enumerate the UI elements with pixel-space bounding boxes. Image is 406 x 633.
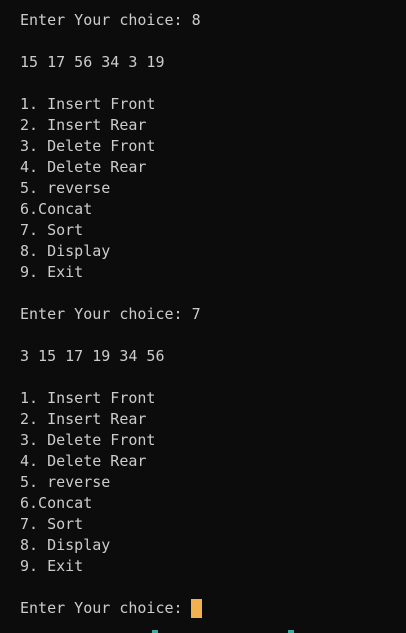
blank-line	[20, 367, 406, 388]
menu-item-display: 8. Display	[20, 536, 111, 554]
scroll-artifact	[288, 630, 294, 633]
menu-item-sort: 7. Sort	[20, 221, 84, 239]
blank-line	[20, 577, 406, 598]
output-line: 15 17 56 34 3 19	[20, 53, 165, 71]
menu-item-concat: 6.Concat	[20, 200, 93, 218]
blank-line	[20, 325, 406, 346]
menu-item-concat: 6.Concat	[20, 494, 93, 512]
menu-item-exit: 9. Exit	[20, 263, 84, 281]
prompt-line: Enter Your choice: 7	[20, 305, 201, 323]
menu-item-insert-front: 1. Insert Front	[20, 95, 156, 113]
menu-item-reverse: 5. reverse	[20, 473, 111, 491]
menu-item-insert-front: 1. Insert Front	[20, 389, 156, 407]
menu-item-insert-rear: 2. Insert Rear	[20, 410, 147, 428]
active-prompt-line[interactable]: Enter Your choice:	[20, 598, 406, 619]
scroll-artifact	[152, 630, 158, 633]
menu-item-reverse: 5. reverse	[20, 179, 111, 197]
menu-item-exit: 9. Exit	[20, 557, 84, 575]
menu-item-delete-front: 3. Delete Front	[20, 137, 156, 155]
terminal-output: Enter Your choice: 8 15 17 56 34 3 19 1.…	[20, 10, 406, 619]
blank-line	[20, 31, 406, 52]
menu-item-sort: 7. Sort	[20, 515, 84, 533]
blank-line	[20, 73, 406, 94]
menu-item-delete-rear: 4. Delete Rear	[20, 158, 147, 176]
menu-item-display: 8. Display	[20, 242, 111, 260]
prompt-line: Enter Your choice: 8	[20, 11, 201, 29]
text-cursor[interactable]	[190, 599, 202, 618]
menu-item-insert-rear: 2. Insert Rear	[20, 116, 147, 134]
menu-item-delete-front: 3. Delete Front	[20, 431, 156, 449]
menu-item-delete-rear: 4. Delete Rear	[20, 452, 147, 470]
blank-line	[20, 283, 406, 304]
final-prompt-text: Enter Your choice:	[20, 599, 183, 617]
output-line: 3 15 17 19 34 56	[20, 347, 165, 365]
